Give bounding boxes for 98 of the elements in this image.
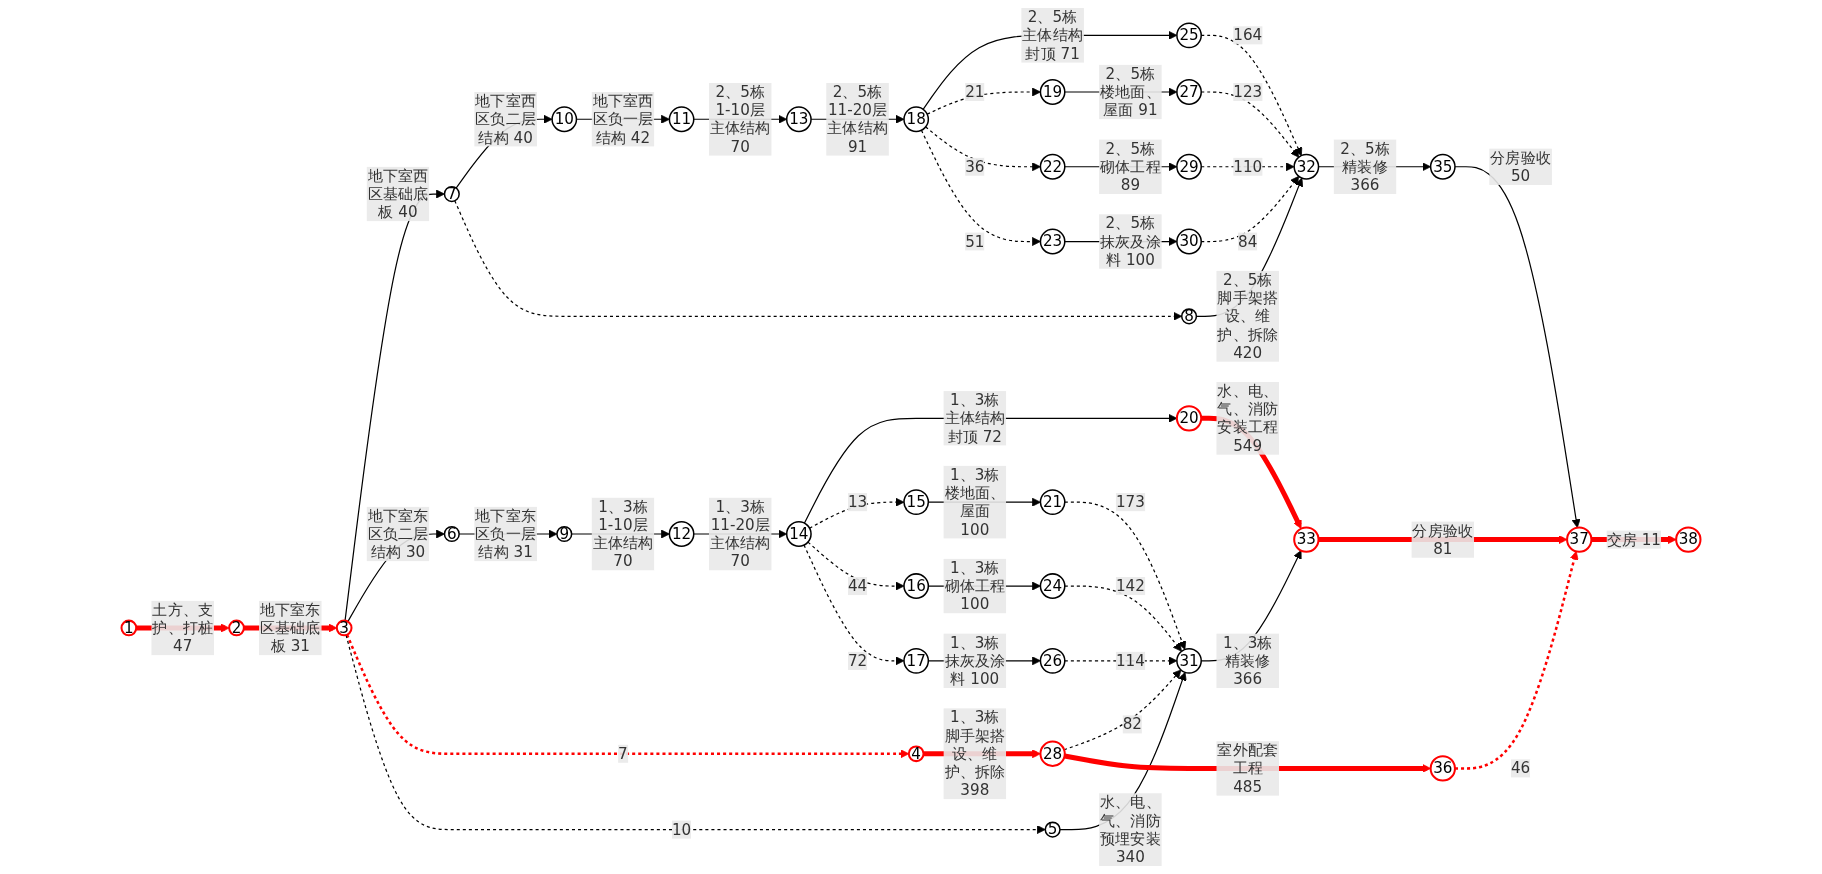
node-circle: 12 bbox=[668, 521, 695, 547]
arrow bbox=[454, 200, 1183, 321]
edge-label: 82 bbox=[1122, 715, 1142, 734]
arrow bbox=[925, 126, 1041, 172]
arrow bbox=[1063, 669, 1182, 751]
edge-label: 72 bbox=[847, 651, 868, 670]
edge-label: 地下室东区基础底板 31 bbox=[260, 600, 321, 656]
arrow bbox=[1064, 585, 1182, 652]
arrow bbox=[345, 634, 910, 759]
edge-label: 地下室西区基础底板 40 bbox=[367, 166, 429, 222]
edge-label: 142 bbox=[1115, 576, 1145, 596]
node-circle: 9 bbox=[556, 525, 573, 543]
edge-label: 2、5栋楼地面、屋面 91 bbox=[1100, 64, 1161, 120]
edge-label: 164 bbox=[1233, 26, 1263, 45]
edge-label: 地下室东区负二层结构 30 bbox=[367, 506, 429, 562]
arrow bbox=[345, 634, 1046, 834]
edge-label: 110 bbox=[1233, 157, 1263, 176]
arrow bbox=[926, 87, 1041, 115]
node-circle: 15 bbox=[903, 489, 930, 516]
node-circle: 19 bbox=[1039, 79, 1066, 105]
node-circle: 37 bbox=[1566, 526, 1593, 553]
node-circle: 21 bbox=[1039, 489, 1066, 516]
node-circle: 26 bbox=[1039, 647, 1066, 674]
node-circle: 3 bbox=[335, 619, 353, 637]
edge-label: 123 bbox=[1233, 82, 1263, 102]
edge-label: 1、3栋1-10层主体结构 70 bbox=[592, 497, 654, 571]
edge-label: 36 bbox=[965, 157, 985, 176]
node-circle: 22 bbox=[1039, 153, 1066, 180]
edge-label: 114 bbox=[1115, 651, 1145, 670]
node-circle: 30 bbox=[1176, 228, 1202, 255]
node-circle: 8 bbox=[1180, 308, 1198, 325]
edge-label: 44 bbox=[847, 576, 868, 596]
node-circle: 4 bbox=[907, 745, 925, 763]
arrow bbox=[1059, 671, 1187, 831]
node-circle: 27 bbox=[1176, 79, 1202, 105]
edge-label: 1、3栋楼地面、屋面 100 bbox=[944, 465, 1006, 539]
arrow bbox=[920, 129, 1041, 246]
edge-label: 分房验收 50 bbox=[1490, 148, 1551, 185]
arrow bbox=[1454, 166, 1581, 528]
edge-label: 1、3栋抹灰及涂料 100 bbox=[944, 633, 1006, 689]
edge-label: 1、3栋主体结构封顶 72 bbox=[944, 391, 1006, 446]
edge-label: 7 bbox=[618, 744, 628, 763]
node-circle: 6 bbox=[443, 525, 460, 543]
edge-label: 1、3栋脚手架搭设、维护、拆除 398 bbox=[944, 708, 1006, 800]
node-circle: 28 bbox=[1039, 740, 1066, 767]
edge-label: 10 bbox=[671, 820, 692, 839]
edge-label: 13 bbox=[847, 493, 868, 512]
edge-label: 水、电、气、消防安装工程 549 bbox=[1217, 381, 1279, 455]
node-circle: 29 bbox=[1176, 153, 1202, 180]
edge-label: 51 bbox=[965, 232, 985, 251]
edge-label: 46 bbox=[1510, 759, 1531, 778]
arrow bbox=[1454, 550, 1579, 770]
edge-label: 分房验收 81 bbox=[1412, 521, 1474, 558]
node-circle: 25 bbox=[1176, 22, 1202, 49]
node-circle: 1 bbox=[120, 619, 138, 637]
edge-label: 交房 11 bbox=[1606, 530, 1661, 549]
edge-label: 2、5栋主体结构封顶 71 bbox=[1022, 8, 1083, 63]
node-circle: 14 bbox=[785, 521, 812, 547]
edge-label: 21 bbox=[965, 82, 985, 102]
node-circle: 16 bbox=[903, 573, 930, 599]
node-circle: 36 bbox=[1429, 755, 1456, 782]
node-circle: 20 bbox=[1175, 405, 1203, 432]
node-circle: 18 bbox=[903, 106, 930, 133]
arrow bbox=[803, 544, 905, 666]
node-circle: 33 bbox=[1293, 526, 1320, 553]
node-circle: 13 bbox=[785, 106, 812, 133]
edge-label: 地下室西区负一层结构 42 bbox=[592, 91, 654, 147]
edge-label: 1、3栋砌体工程 100 bbox=[944, 558, 1006, 614]
edge-label: 173 bbox=[1115, 493, 1145, 512]
arrow bbox=[1064, 501, 1187, 650]
edge-label: 地下室西区负二层结构 40 bbox=[475, 91, 536, 147]
arrow bbox=[808, 497, 905, 529]
arrow bbox=[803, 413, 1178, 524]
arrow bbox=[1195, 177, 1304, 317]
node-circle: 2 bbox=[228, 619, 245, 637]
edge-label: 2、5栋抹灰及涂料 100 bbox=[1100, 214, 1161, 269]
edge-label: 土方、支护、打桩 47 bbox=[152, 600, 213, 656]
edge-label: 室外配套工程 485 bbox=[1217, 741, 1279, 796]
edge-label: 1、3栋精装修 366 bbox=[1222, 633, 1273, 689]
node-circle: 23 bbox=[1039, 228, 1066, 255]
node-circle: 38 bbox=[1675, 526, 1702, 553]
edge-label: 2、5栋脚手架搭设、维护、拆除 420 bbox=[1217, 270, 1279, 362]
node-circle: 17 bbox=[903, 647, 930, 674]
edge-label: 2、5栋精装修 366 bbox=[1340, 139, 1390, 195]
edge-label: 地下室东区负一层结构 31 bbox=[475, 506, 536, 562]
node-circle: 32 bbox=[1293, 153, 1320, 180]
edge-label: 2、5栋砌体工程 89 bbox=[1100, 139, 1161, 195]
node-circle: 10 bbox=[551, 106, 578, 133]
edge-label: 2、5栋1-10层主体结构 70 bbox=[709, 82, 771, 156]
arrow bbox=[807, 541, 905, 591]
edge-label: 1、3栋11-20层主体结构 70 bbox=[709, 497, 771, 571]
node-circle: 35 bbox=[1429, 153, 1456, 180]
node-circle: 24 bbox=[1039, 573, 1066, 599]
edge-label: 水、电、气、消防预埋安装 340 bbox=[1100, 793, 1161, 866]
node-circle: 31 bbox=[1176, 647, 1202, 674]
edge-label: 84 bbox=[1238, 232, 1258, 251]
node-circle: 11 bbox=[668, 106, 695, 133]
edge-label: 2、5栋11-20层主体结构 91 bbox=[827, 82, 888, 156]
